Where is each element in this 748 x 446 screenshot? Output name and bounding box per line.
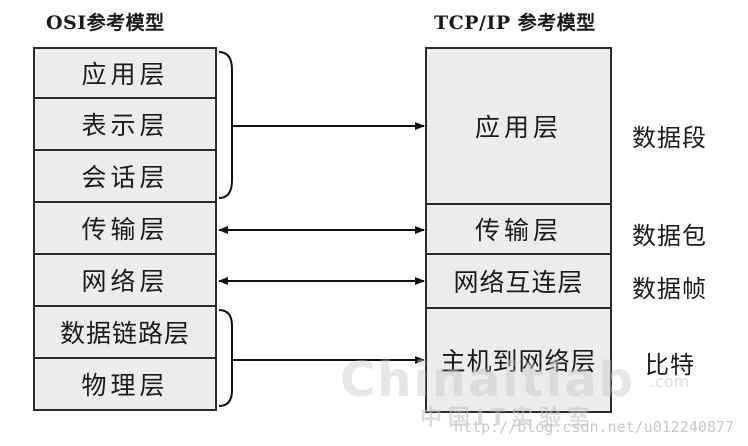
data-unit-packet: 数据包 [632,222,707,250]
data-unit-frame: 数据帧 [632,275,707,303]
tcpip-model-title: TCP/IP 参考模型 [434,12,596,34]
osi-data-link-layer: 数据链路层 [33,305,217,359]
tcpip-host-to-network-layer: 主机到网络层 [425,307,612,413]
tcpip-internet-layer: 网络互连层 [425,253,612,309]
watermark-com: .com [650,372,690,391]
lower-brace [218,309,233,407]
tcpip-transport-layer: 传输层 [425,203,612,255]
watermark-logo: Chinaitlab [340,352,636,408]
upper-brace [218,51,233,199]
osi-transport-layer: 传输层 [33,201,217,255]
osi-physical-layer: 物理层 [33,357,217,411]
data-unit-segment: 数据段 [632,124,707,152]
data-unit-bit: 比特 [645,351,695,379]
osi-application-layer: 应用层 [33,47,217,99]
watermark-cn: 中国IT实验室 [420,406,596,431]
tcpip-application-layer: 应用层 [425,47,612,205]
osi-presentation-layer: 表示层 [33,97,217,151]
watermark-url: http://blog.csdn.net/u012240877 [454,418,734,436]
osi-model-title: OSI参考模型 [46,12,165,34]
